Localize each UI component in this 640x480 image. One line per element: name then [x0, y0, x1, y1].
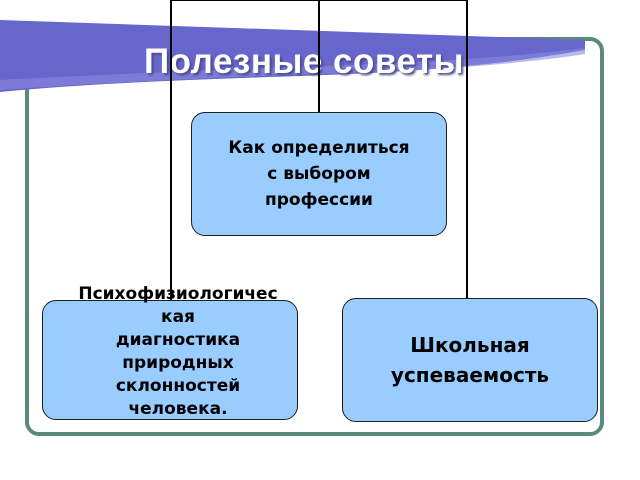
node-choose-profession-label: Как определиться с выбором профессии — [228, 138, 410, 210]
node-psychophysiological-diagnostics — [42, 300, 298, 420]
node-choose-profession: Как определиться с выбором профессии — [191, 112, 447, 236]
title-banner — [0, 10, 585, 95]
slide-title: Полезные советы — [144, 42, 464, 81]
node-school-performance-label: Школьная успеваемость — [390, 333, 550, 387]
node-school-performance: Школьная успеваемость — [342, 298, 598, 422]
node-psychophysiological-diagnostics-label: Психофизиологичес кая диагностика природ… — [78, 284, 278, 419]
